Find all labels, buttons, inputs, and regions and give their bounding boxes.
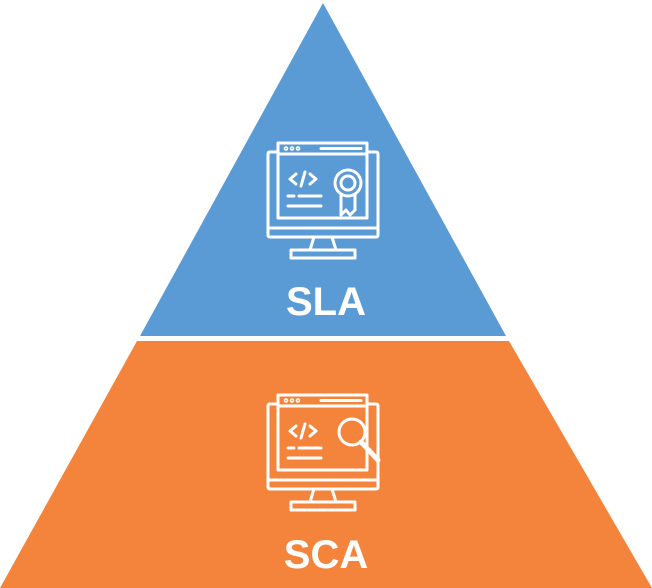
- pyramid-bottom-sca: [0, 341, 652, 588]
- monitor-code-certificate-icon: [266, 141, 380, 260]
- pyramid-top-sla: [140, 3, 506, 336]
- monitor-code-magnifier-icon: [266, 393, 381, 512]
- level-label-sca: SCA: [283, 533, 369, 577]
- level-label-sla: SLA: [286, 280, 366, 324]
